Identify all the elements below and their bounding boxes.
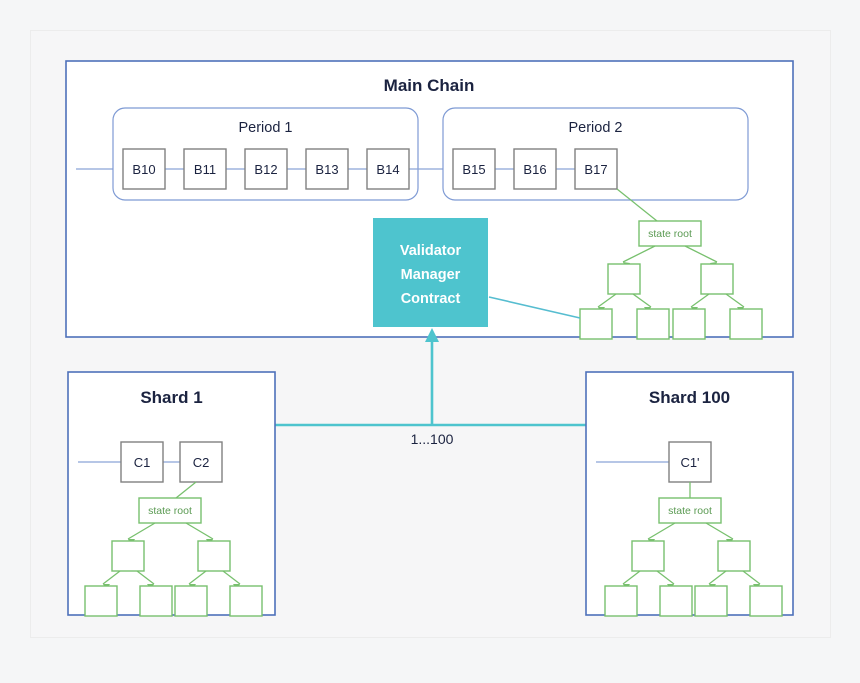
block-c2-label: C2 bbox=[193, 455, 210, 470]
shard-1-tree-node-l1-left[interactable] bbox=[111, 540, 145, 572]
main-chain-tree-leaf-2[interactable] bbox=[636, 308, 670, 340]
block-b10[interactable]: B10 bbox=[122, 148, 166, 190]
edge-l1r-leaf3 bbox=[690, 293, 710, 308]
shard-100-tree-leaf-4[interactable] bbox=[749, 585, 783, 617]
shard-1-state-root-node[interactable]: state root bbox=[138, 497, 202, 524]
main-chain-state-root-node[interactable]: state root bbox=[638, 220, 702, 247]
shard1-edge-leaf2 bbox=[136, 570, 155, 585]
shard-1-tree-leaf-1[interactable] bbox=[84, 585, 118, 617]
block-c1-prime[interactable]: C1' bbox=[668, 441, 712, 483]
shard1-edge-root-left bbox=[127, 522, 156, 540]
block-b15[interactable]: B15 bbox=[452, 148, 496, 190]
vmc-label-line-3: Contract bbox=[401, 291, 461, 307]
shard100-edge-leaf3 bbox=[708, 570, 727, 585]
main-chain-tree-node-l1-left[interactable] bbox=[607, 263, 641, 295]
shard100-edge-leaf2 bbox=[656, 570, 675, 585]
main-chain-state-root-label: state root bbox=[648, 228, 692, 240]
shard100-edge-leaf4 bbox=[742, 570, 761, 585]
vmc-to-leaf-connector bbox=[488, 296, 581, 319]
period-2-title: Period 2 bbox=[568, 120, 622, 136]
block-c1-label: C1 bbox=[134, 455, 151, 470]
shard1-edge-root-right bbox=[185, 522, 214, 540]
shard-100-state-root-node[interactable]: state root bbox=[658, 497, 722, 524]
shard-100-tree-node-l1-left[interactable] bbox=[631, 540, 665, 572]
shard-100-state-root-label: state root bbox=[668, 505, 712, 517]
period-1-title: Period 1 bbox=[238, 120, 292, 136]
edge-l1l-leaf2 bbox=[632, 293, 652, 308]
block-b13[interactable]: B13 bbox=[305, 148, 349, 190]
shard100-edge-root-right bbox=[705, 522, 734, 540]
vmc-label-line-2: Manager bbox=[401, 267, 461, 283]
shard-100-title: Shard 100 bbox=[649, 388, 730, 407]
block-b15-label: B15 bbox=[462, 162, 485, 177]
block-b14-label: B14 bbox=[376, 162, 399, 177]
block-c1-prime-label: C1' bbox=[680, 455, 699, 470]
block-b11-label: B11 bbox=[194, 162, 216, 177]
edge-l1r-leaf4 bbox=[725, 293, 745, 308]
main-chain-title: Main Chain bbox=[384, 76, 475, 95]
block-b10-label: B10 bbox=[132, 162, 155, 177]
block-c1[interactable]: C1 bbox=[120, 441, 164, 483]
block-b17-label: B17 bbox=[584, 162, 607, 177]
block-b17[interactable]: B17 bbox=[574, 148, 618, 190]
validator-manager-contract-box[interactable] bbox=[373, 218, 488, 327]
vmc-label-line-1: Validator bbox=[400, 243, 462, 259]
shard-100-tree-leaf-1[interactable] bbox=[604, 585, 638, 617]
block-b16[interactable]: B16 bbox=[513, 148, 557, 190]
shard100-edge-leaf1 bbox=[622, 570, 641, 585]
block-b12[interactable]: B12 bbox=[244, 148, 288, 190]
shard1-edge-leaf4 bbox=[222, 570, 241, 585]
shard100-edge-root-left bbox=[647, 522, 676, 540]
shard-1-state-root-label: state root bbox=[148, 505, 192, 517]
shard-1-tree-leaf-4[interactable] bbox=[229, 585, 263, 617]
edge-root-right bbox=[684, 245, 718, 263]
shard-1-tree-leaf-3[interactable] bbox=[174, 585, 208, 617]
shard-1-tree-leaf-2[interactable] bbox=[139, 585, 173, 617]
edge-root-left bbox=[622, 245, 656, 263]
block-b14[interactable]: B14 bbox=[366, 148, 410, 190]
shard-1-tree-node-l1-right[interactable] bbox=[197, 540, 231, 572]
shard-100-tree-leaf-3[interactable] bbox=[694, 585, 728, 617]
block-b11[interactable]: B11 bbox=[183, 148, 227, 190]
main-chain-tree-leaf-1[interactable] bbox=[579, 308, 613, 340]
shard-100-tree-node-l1-right[interactable] bbox=[717, 540, 751, 572]
main-chain-tree-leaf-3[interactable] bbox=[672, 308, 706, 340]
edge-b17-to-state-root bbox=[616, 188, 658, 222]
shard-100-tree-leaf-2[interactable] bbox=[659, 585, 693, 617]
block-c2[interactable]: C2 bbox=[179, 441, 223, 483]
main-chain-tree-node-l1-right[interactable] bbox=[700, 263, 734, 295]
edge-l1l-leaf1 bbox=[597, 293, 617, 308]
shard1-edge-leaf1 bbox=[102, 570, 121, 585]
arrowhead-to-vmc bbox=[425, 328, 439, 342]
shard-1-title: Shard 1 bbox=[140, 388, 202, 407]
main-chain-tree-leaf-4[interactable] bbox=[729, 308, 763, 340]
block-b12-label: B12 bbox=[254, 162, 277, 177]
edge-c2-to-state-root bbox=[175, 481, 197, 499]
shard-1-region bbox=[67, 371, 276, 616]
shard-range-label: 1...100 bbox=[411, 431, 454, 447]
shard1-edge-leaf3 bbox=[188, 570, 207, 585]
block-b16-label: B16 bbox=[523, 162, 546, 177]
block-b13-label: B13 bbox=[315, 162, 338, 177]
